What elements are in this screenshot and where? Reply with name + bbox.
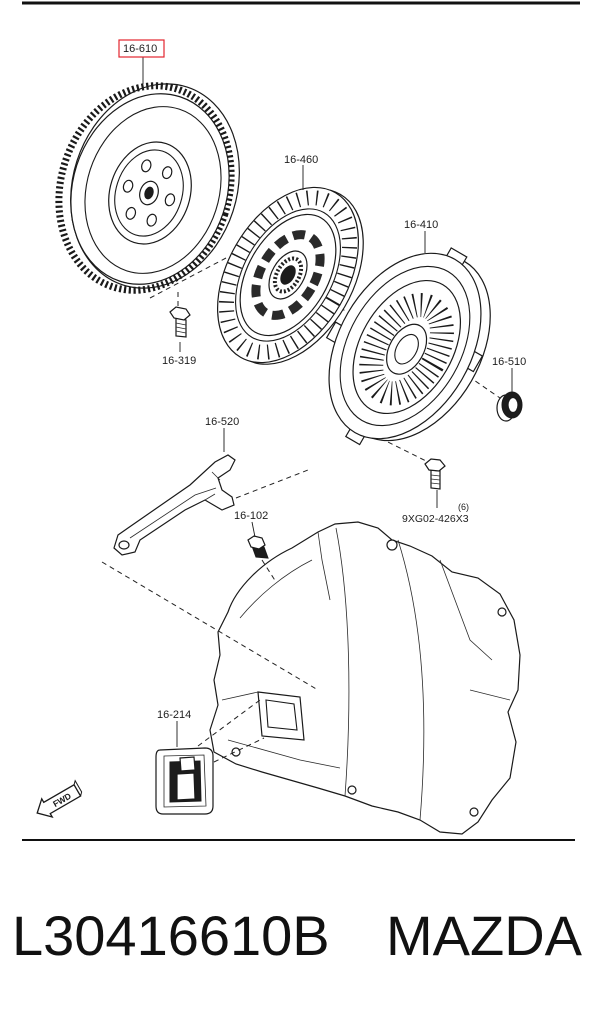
cover-bolt — [424, 458, 446, 490]
alignment-lines — [101, 257, 501, 763]
flywheel-friction-ring — [84, 106, 222, 274]
cover-bolt-hex-head — [424, 458, 446, 472]
housing-seam — [317, 531, 331, 601]
bolt-hole — [146, 213, 158, 227]
leader-lines — [142, 57, 513, 747]
disc-hub-splines — [272, 256, 304, 294]
label-release-fork: 16-520 — [205, 416, 239, 428]
part-labels: 16-610 16-460 16-410 16-319 16-510 16-52… — [118, 39, 526, 721]
caption: L30416610B MAZDA — [12, 904, 583, 967]
disc-facing-inner-edge — [235, 208, 341, 342]
fork-prong — [204, 471, 221, 501]
case-rib-upper — [439, 559, 493, 661]
cover-to-bearing-line — [467, 375, 501, 399]
cover-ring — [339, 265, 471, 427]
label-fork-boot: 16-214 — [157, 709, 191, 721]
case-boss — [497, 607, 507, 617]
release-bearing — [496, 391, 523, 422]
flywheel-bolt — [169, 306, 191, 338]
flywheel-bolt-holes — [122, 159, 176, 227]
pilot-bore — [144, 186, 154, 200]
case-boss — [469, 807, 479, 817]
release-fork — [113, 454, 236, 556]
fork-boot-port-inner — [265, 699, 298, 731]
bell-housing-edge — [239, 559, 313, 619]
label-pressure-plate: 16-410 — [404, 219, 438, 231]
fork-boot-port — [257, 691, 305, 741]
boot-to-port-line-lower — [213, 737, 265, 763]
bolt-hole — [125, 206, 137, 220]
bolt-hex-head — [169, 306, 191, 321]
pivot-hex — [247, 535, 266, 550]
diaphragm-spring-fingers — [359, 293, 454, 406]
bolt-hole — [122, 179, 134, 193]
clutch-disc — [216, 186, 364, 365]
boot-to-port-line — [197, 699, 261, 747]
case-boss — [347, 785, 357, 795]
caption-brand: MAZDA — [386, 904, 583, 967]
highlight-box — [118, 39, 165, 58]
boot-neck — [179, 756, 196, 772]
disc-to-cover-line — [339, 307, 367, 323]
bolt-hole — [164, 193, 176, 207]
pivot-to-case-line — [261, 559, 277, 583]
disc-hub-bore — [280, 265, 296, 285]
fwd-arrow-depth — [73, 779, 83, 797]
label-fork-pivot: 16-102 — [234, 510, 268, 522]
cover-bolt-threads — [430, 474, 441, 485]
fork-body — [113, 454, 236, 556]
case-boss — [386, 539, 398, 551]
fork-rib — [129, 487, 217, 539]
fwd-arrow-shape — [36, 783, 82, 819]
fork-boot — [155, 747, 214, 815]
transmission-case — [209, 521, 521, 835]
case-rib-left — [221, 691, 259, 701]
label-release-bearing: 16-510 — [492, 356, 526, 368]
label-flywheel: 16-610 — [123, 43, 157, 55]
case-boss — [231, 747, 241, 757]
case-seam-front — [335, 527, 350, 797]
label-cover-bolt-part: 9XG02-426X3 — [402, 513, 469, 525]
boot-opening — [176, 772, 196, 801]
label-clutch-disc: 16-460 — [284, 154, 318, 166]
case-seam-rear — [397, 539, 425, 821]
label-flywheel-bolt: 16-319 — [162, 355, 196, 367]
leader-fork-pivot — [251, 521, 256, 538]
fork-pivot-socket — [118, 540, 130, 550]
diaphragm-center-hole — [394, 333, 419, 365]
disc-facing-segments — [218, 190, 358, 360]
bolt-threads — [175, 322, 187, 334]
fork-to-case-line — [101, 561, 319, 691]
case-rib-lower — [227, 739, 341, 769]
caption-part-number: L30416610B — [12, 904, 330, 967]
boot-flange-inner — [163, 754, 207, 808]
fork-to-case-line-upper — [235, 469, 309, 499]
cover-to-bolt-line — [379, 437, 429, 463]
flywheel-ring-gear-teeth — [55, 82, 235, 294]
fwd-arrow: FWD — [36, 779, 83, 819]
flywheel-hub-inner — [114, 149, 184, 237]
pressure-plate — [325, 247, 491, 446]
bolt-hole — [161, 166, 173, 180]
label-cover-bolt-qty: (6) — [458, 502, 469, 512]
case-rib-right — [469, 689, 511, 701]
bearing-bore — [507, 396, 519, 414]
fork-pivot — [247, 535, 269, 559]
transmission-outline — [209, 521, 521, 835]
bolt-hole — [140, 159, 152, 173]
flywheel — [55, 82, 240, 294]
